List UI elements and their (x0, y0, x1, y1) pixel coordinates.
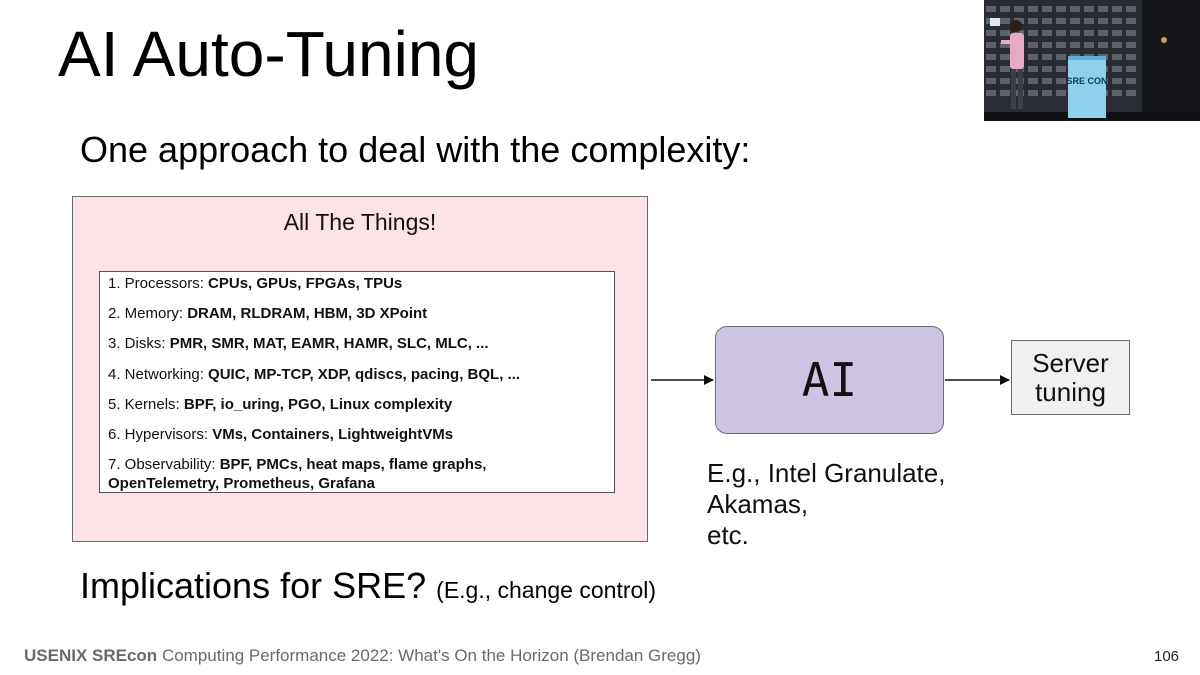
footer-brand: USENIX SREcon (24, 646, 158, 665)
things-list: 1. Processors: CPUs, GPUs, FPGAs, TPUs 2… (99, 271, 615, 493)
stage-screen-icon (990, 18, 1000, 26)
server-box-line-1: Server (1032, 347, 1109, 378)
item-label: 1. Processors: (108, 275, 209, 292)
all-things-box: All The Things! 1. Processors: CPUs, GPU… (72, 196, 648, 542)
ai-box: AI (715, 326, 944, 434)
list-item-processors: 1. Processors: CPUs, GPUs, FPGAs, TPUs (108, 274, 608, 293)
implications-aside: (E.g., change control) (436, 577, 657, 603)
example-line: Akamas, (707, 489, 809, 519)
item-label: 6. Hypervisors: (108, 426, 213, 443)
list-item-memory: 2. Memory: DRAM, RLDRAM, HBM, 3D XPoint (108, 304, 608, 323)
server-box-line-2: tuning (1035, 376, 1106, 407)
server-tuning-box: Server tuning (1011, 340, 1130, 415)
slide-subtitle: One approach to deal with the complexity… (80, 129, 751, 170)
implications-main: Implications for SRE? (80, 565, 427, 606)
example-line: E.g., Intel Granulate, (707, 458, 946, 488)
item-detail: CPUs, GPUs, FPGAs, TPUs (208, 275, 403, 292)
all-things-heading: All The Things! (283, 209, 437, 235)
stage-scene: SRE CON (984, 0, 1200, 121)
item-label: 3. Disks: (108, 335, 170, 352)
slide-footer: USENIX SREcon Computing Performance 2022… (24, 646, 701, 666)
example-line: etc. (707, 520, 749, 550)
list-item-networking: 4. Networking: QUIC, MP-TCP, XDP, qdiscs… (108, 365, 608, 384)
item-label: 2. Memory: (108, 305, 188, 322)
list-item-hypervisors: 6. Hypervisors: VMs, Containers, Lightwe… (108, 425, 608, 444)
podium-sign-text: SRE CON (1066, 76, 1107, 86)
item-detail: DRAM, RLDRAM, HBM, 3D XPoint (187, 305, 428, 322)
speaker-video-inset: SRE CON (984, 0, 1200, 121)
item-label: 5. Kernels: (108, 396, 184, 413)
speaker-figure (1001, 20, 1024, 109)
item-detail: QUIC, MP-TCP, XDP, qdiscs, pacing, BQL, … (208, 366, 521, 383)
item-detail: BPF, PMCs, heat maps, flame graphs, (219, 456, 487, 473)
examples-text: E.g., Intel Granulate, Akamas, etc. (707, 458, 945, 551)
list-item-observability: 7. Observability: BPF, PMCs, heat maps, … (108, 455, 608, 493)
podium (1068, 56, 1106, 118)
item-label: 7. Observability: (108, 456, 220, 473)
item-detail: VMs, Containers, LightweightVMs (212, 426, 454, 443)
list-item-kernels: 5. Kernels: BPF, io_uring, PGO, Linux co… (108, 395, 608, 414)
item-detail: BPF, io_uring, PGO, Linux complexity (183, 396, 453, 413)
slide-title: AI Auto-Tuning (58, 18, 479, 90)
list-item-disks: 3. Disks: PMR, SMR, MAT, EAMR, HAMR, SLC… (108, 334, 608, 353)
item-label: 4. Networking: (108, 366, 209, 383)
page-number: 106 (1154, 648, 1180, 665)
footer-text: Computing Performance 2022: What's On th… (161, 646, 701, 665)
implications-line: Implications for SRE? (E.g., change cont… (80, 568, 656, 604)
ai-label: AI (801, 353, 858, 407)
item-detail: PMR, SMR, MAT, EAMR, HAMR, SLC, MLC, ... (169, 335, 489, 352)
item-detail-continued: OpenTelemetry, Prometheus, Grafana (108, 475, 376, 492)
